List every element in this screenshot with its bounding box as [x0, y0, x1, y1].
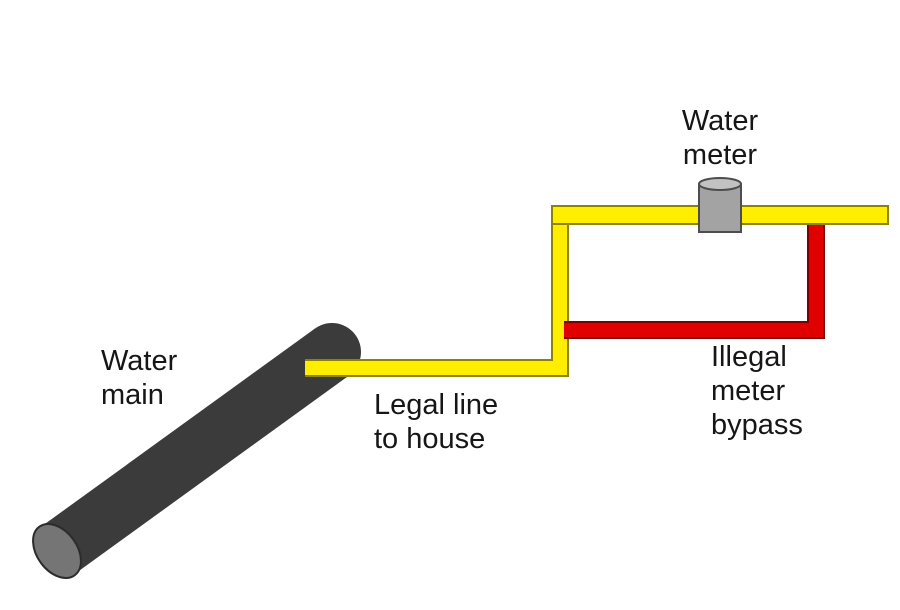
legal-line-label-line2: to house [374, 423, 486, 455]
illegal-bypass-label-line1: Illegal [711, 341, 787, 373]
illegal-bypass-label-line2: meter [711, 375, 786, 407]
water-meter-label: Water meter [645, 104, 795, 172]
water-main-label-line2: main [101, 379, 164, 411]
legal-line-label-line1: Legal line [374, 389, 499, 421]
water-main-label-line1: Water [101, 345, 178, 377]
water-main-label: Water main [101, 344, 177, 412]
water-meter-label-line1: Water [681, 105, 759, 137]
illegal-bypass-label: Illegal meter bypass [711, 340, 803, 442]
water-meter-label-line2: meter [682, 139, 758, 171]
legal-pipe-lower [305, 212, 567, 375]
water-meter-body [698, 183, 742, 233]
water-meter-top [698, 177, 742, 191]
illegal-bypass-label-line3: bypass [711, 409, 803, 441]
bypass-pipe-edge [564, 221, 825, 339]
legal-line-label: Legal line to house [374, 388, 498, 456]
legal-pipe-corner [553, 208, 567, 222]
bypass-pipe [564, 221, 823, 337]
water-main-end-cap [32, 523, 82, 579]
water-main-pipe [39, 328, 350, 575]
